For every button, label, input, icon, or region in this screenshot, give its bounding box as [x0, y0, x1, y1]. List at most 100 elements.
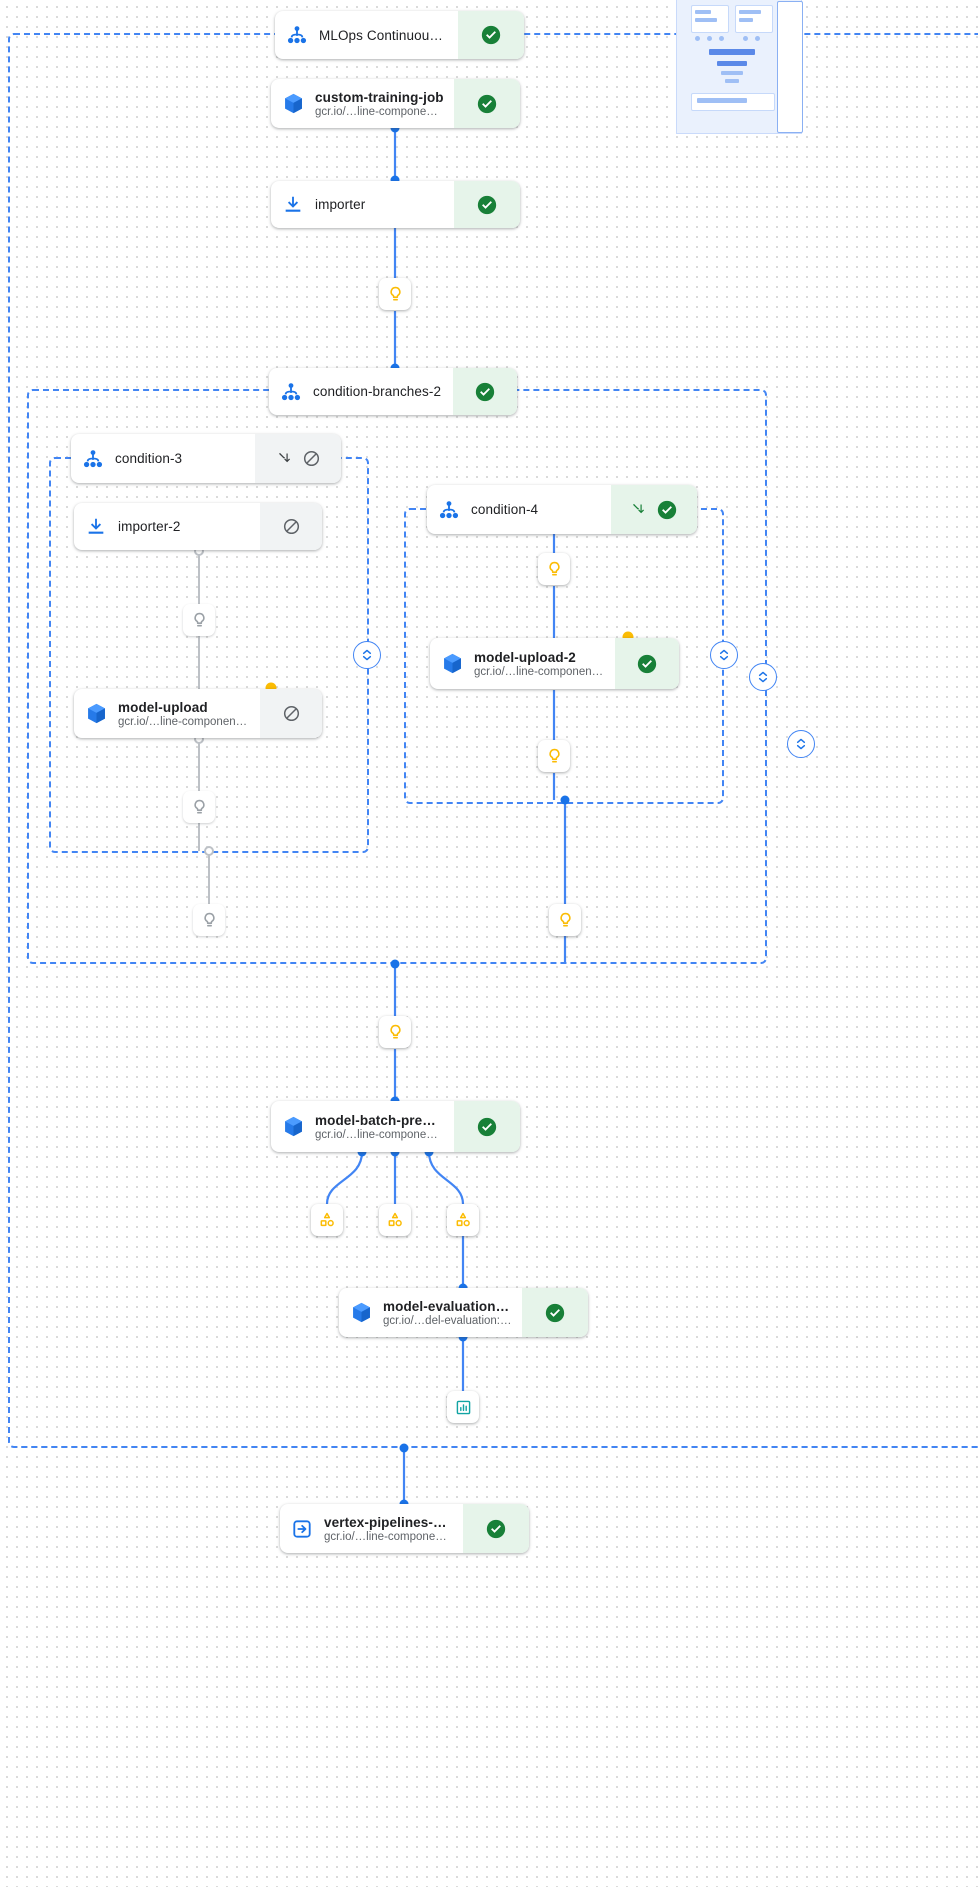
artifact-node-1[interactable]	[379, 278, 411, 310]
node-custom-training-job[interactable]: custom-training-job gcr.io/…line-compone…	[271, 79, 520, 128]
status-badge-succeeded	[522, 1288, 588, 1337]
status-badge-skipped	[260, 503, 322, 550]
node-condition-3[interactable]: condition-3	[71, 434, 341, 483]
artifact-node-5[interactable]	[538, 553, 570, 585]
node-importer[interactable]: importer	[271, 181, 520, 228]
status-badge-succeeded	[615, 638, 679, 689]
status-badge-skipped	[260, 689, 322, 738]
lightbulb-icon	[389, 1024, 401, 1039]
check-circle-icon	[657, 500, 677, 519]
artifact-node-dataset-3[interactable]	[447, 1204, 479, 1236]
node-title: importer-2	[118, 519, 181, 534]
exit-arrow-icon-glyph	[293, 1519, 311, 1538]
node-condition-3-body: condition-3	[115, 434, 255, 483]
minimap-bar	[725, 79, 739, 83]
minimap-bar	[697, 98, 747, 103]
chevron-collapse-icon	[796, 738, 806, 750]
node-importer-body: importer	[315, 181, 454, 228]
node-title: model-upload	[118, 699, 208, 715]
node-importer-2[interactable]: importer-2	[74, 503, 322, 550]
lightbulb-icon	[559, 912, 571, 927]
collapse-toggle-root[interactable]	[787, 730, 815, 758]
check-circle-icon	[481, 25, 501, 45]
collapse-toggle-condition-branches-2[interactable]	[749, 663, 777, 691]
node-title: model-batch-predict	[315, 1112, 444, 1128]
node-subtitle: gcr.io/…line-components:2.6.0	[474, 665, 605, 678]
check-circle-icon	[477, 1117, 497, 1136]
node-condition-branches-2[interactable]: condition-branches-2	[269, 368, 517, 415]
minimap-viewport[interactable]	[777, 1, 803, 133]
minimap-dot	[755, 36, 760, 41]
node-model-upload-2-body: model-upload-2 gcr.io/…line-components:2…	[474, 638, 615, 689]
status-badge-succeeded	[611, 485, 697, 534]
lightbulb-icon	[548, 748, 560, 763]
node-model-upload[interactable]: model-upload gcr.io/…line-components:2.6…	[74, 689, 322, 738]
check-circle-icon	[545, 1303, 565, 1322]
check-circle-icon	[477, 195, 497, 214]
status-badge-succeeded	[453, 368, 517, 415]
collapse-toggle-condition-4[interactable]	[710, 641, 738, 669]
container-cube-icon	[74, 689, 118, 738]
node-title: condition-branches-2	[313, 384, 442, 399]
minimap-bar	[739, 10, 761, 14]
node-vertex-pipelines-notification[interactable]: vertex-pipelines-notificat… gcr.io/…line…	[280, 1504, 529, 1553]
dataset-shapes-icon	[456, 1212, 470, 1227]
node-model-upload-2[interactable]: model-upload-2 gcr.io/…line-components:2…	[430, 638, 679, 689]
artifact-node-dataset-1[interactable]	[311, 1204, 343, 1236]
status-badge-skipped	[255, 434, 341, 483]
minimap-bar	[717, 61, 747, 66]
artifact-node-metrics-1[interactable]	[447, 1391, 479, 1423]
skip-arrow-icon	[633, 503, 645, 514]
chevron-collapse-icon	[758, 671, 768, 683]
import-download-icon	[271, 181, 315, 228]
check-circle-icon	[637, 654, 657, 673]
artifact-node-3[interactable]	[183, 791, 215, 823]
artifact-node-4[interactable]	[193, 904, 225, 936]
node-condition-branches-2-body: condition-branches-2	[313, 368, 453, 415]
exit-arrow-icon	[280, 1504, 324, 1553]
container-cube-icon	[271, 1101, 315, 1152]
artifact-node-6[interactable]	[538, 740, 570, 772]
node-title: custom-training-job	[315, 89, 444, 105]
artifact-node-7[interactable]	[549, 904, 581, 936]
lightbulb-icon	[203, 912, 215, 927]
minimap-bar	[721, 71, 743, 75]
container-cube-icon	[430, 638, 474, 689]
status-badge-succeeded	[454, 181, 520, 228]
node-title: vertex-pipelines-notificat…	[324, 1514, 453, 1530]
minimap-bar	[739, 18, 753, 22]
graph-minimap[interactable]	[676, 0, 803, 134]
node-condition-4[interactable]: condition-4	[427, 485, 697, 534]
node-custom-training-job-body: custom-training-job gcr.io/…line-compone…	[315, 79, 454, 128]
blocked-circle-icon	[303, 450, 319, 467]
status-badge-succeeded	[463, 1504, 529, 1553]
artifact-node-dataset-2[interactable]	[379, 1204, 411, 1236]
status-badge-succeeded	[454, 79, 520, 128]
artifact-node-8[interactable]	[379, 1016, 411, 1048]
node-title: condition-4	[471, 502, 539, 517]
node-title: MLOps Continuous Traini…	[319, 27, 448, 43]
node-title: importer	[315, 197, 366, 212]
node-root-dag[interactable]: MLOps Continuous Traini…	[275, 11, 524, 59]
collapse-toggle-condition-3[interactable]	[353, 641, 381, 669]
import-download-icon	[74, 503, 118, 550]
lightbulb-icon	[389, 286, 401, 301]
dag-icon	[269, 368, 313, 415]
artifact-node-2[interactable]	[183, 604, 215, 636]
node-model-upload-body: model-upload gcr.io/…line-components:2.6…	[118, 689, 260, 738]
dataset-shapes-icon	[320, 1212, 334, 1227]
dataset-shapes-icon	[388, 1212, 402, 1227]
node-root-dag-body: MLOps Continuous Traini…	[319, 11, 458, 59]
node-model-batch-predict[interactable]: model-batch-predict gcr.io/…line-compone…	[271, 1101, 520, 1152]
minimap-card	[735, 5, 773, 33]
dag-icon	[71, 434, 115, 483]
dag-icon	[427, 485, 471, 534]
node-model-evaluation-regression[interactable]: model-evaluation-regres… gcr.io/…del-eva…	[339, 1288, 588, 1337]
node-condition-4-body: condition-4	[471, 485, 611, 534]
minimap-bar	[695, 18, 717, 22]
lightbulb-icon	[193, 612, 205, 627]
node-subtitle: gcr.io/…line-components:2.6.0	[118, 715, 250, 728]
container-cube-icon	[271, 79, 315, 128]
node-subtitle: gcr.io/…line-components:2.6.0	[315, 1128, 444, 1141]
